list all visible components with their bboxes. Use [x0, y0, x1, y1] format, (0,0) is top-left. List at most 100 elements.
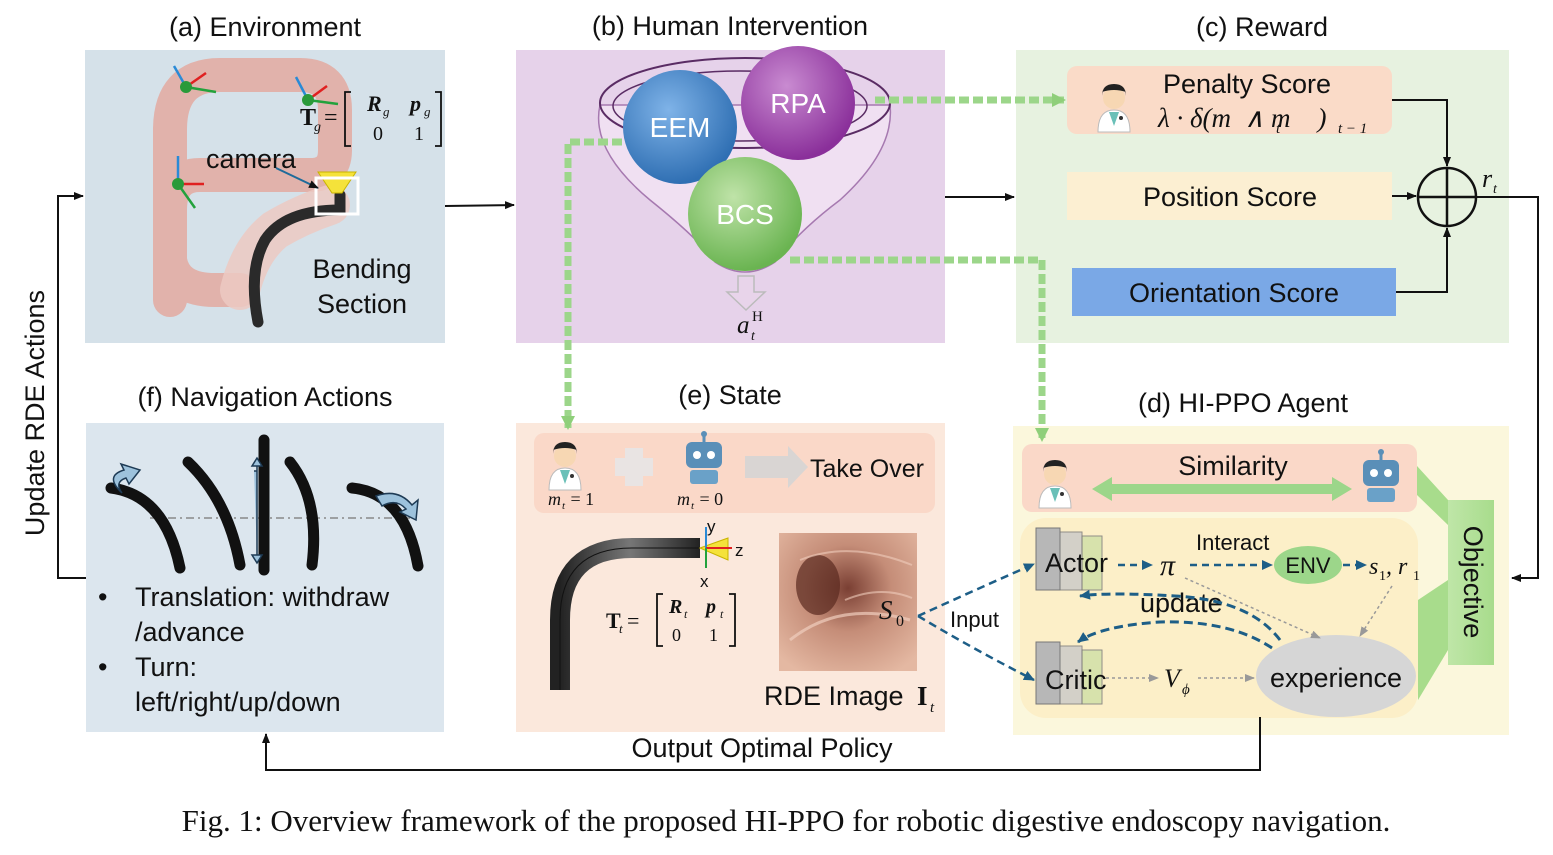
svg-text:T: T: [300, 105, 316, 131]
bcs-to-agent-flow: [790, 256, 1049, 442]
frame-icon: [172, 156, 204, 209]
svg-text:T: T: [606, 608, 621, 633]
position-score-label: Position Score: [1143, 182, 1317, 212]
turn-right-scope: [346, 482, 424, 572]
frame-icon: [172, 65, 217, 94]
svg-text:p: p: [408, 91, 421, 116]
penalty-score-box: [1067, 66, 1392, 134]
translation-icon: [250, 456, 264, 565]
policy-to-experience-arrow: [1184, 577, 1321, 639]
tip-frame-icon: [698, 527, 732, 568]
svg-text:t: t: [691, 500, 695, 512]
svg-text:t: t: [1276, 121, 1281, 137]
svg-text:=: =: [627, 608, 639, 633]
robot-icon: [686, 431, 722, 484]
eem-to-state-flow: [561, 138, 622, 430]
turn-up-scope: [284, 456, 320, 571]
bullet-2: •: [98, 652, 107, 682]
environment-title: (a) Environment: [169, 12, 362, 42]
svg-text:g: g: [314, 120, 321, 135]
doctor-icon: [1097, 84, 1131, 133]
robot-icon: [1363, 449, 1399, 502]
initial-state-symbol: S 0: [879, 595, 904, 630]
core-to-objective: [1418, 580, 1448, 700]
svg-text:a: a: [737, 312, 750, 339]
human-flag: m t = 1: [548, 489, 594, 512]
take-over-arrow: [745, 446, 808, 488]
svg-text:H: H: [752, 309, 763, 325]
bending-section-label-1: Bending: [312, 254, 411, 284]
doctor-icon: [548, 442, 582, 491]
similarity-arrow: [1092, 477, 1352, 501]
output-policy-arrow: [262, 717, 1261, 771]
transition-to-experience-arrow: [1359, 585, 1393, 637]
camera-label: camera: [206, 144, 297, 174]
similarity-label: Similarity: [1178, 451, 1288, 481]
rde-image-label: RDE Image I t: [764, 681, 935, 716]
svg-text:S: S: [879, 595, 893, 625]
penalty-to-sum-arrow: [1392, 99, 1451, 167]
actor-network-icon: [1035, 527, 1103, 591]
turn-text-1: Turn:: [135, 652, 197, 682]
svg-text:1: 1: [414, 123, 424, 145]
svg-text:p: p: [704, 596, 716, 618]
bcs-label: BCS: [716, 199, 774, 230]
svg-text:= 0: = 0: [695, 489, 723, 509]
doctor-icon: [1038, 460, 1072, 509]
experience-to-critic-update: [1077, 620, 1273, 650]
turn-down-scope: [182, 456, 246, 571]
svg-text:t: t: [684, 607, 688, 621]
translation-text-2: /advance: [135, 617, 245, 647]
rpa-circle: [741, 46, 855, 160]
robot-flag: m t = 0: [677, 489, 723, 512]
turn-left-scope: [105, 482, 186, 574]
agent-title: (d) HI-PPO Agent: [1138, 388, 1349, 418]
svg-text:=: =: [324, 105, 338, 131]
svg-text:0: 0: [373, 123, 383, 145]
svg-text:R: R: [668, 596, 682, 618]
eem-label: EEM: [650, 112, 711, 143]
env-node: [1274, 546, 1342, 584]
svg-text:s: s: [1369, 554, 1378, 580]
state-pose-matrix: T t = R t p t 0 1: [606, 593, 736, 647]
funnel-rim-inner: [612, 70, 868, 142]
objective-label: Objective: [1458, 526, 1488, 639]
critic-network-icon: [1035, 641, 1103, 705]
turn-text-2: left/right/up/down: [135, 687, 341, 717]
svg-text:= 1: = 1: [566, 489, 594, 509]
turn-left-icon: [112, 462, 142, 494]
svg-text:λ · δ(m ∧ m ): λ · δ(m ∧ m ): [1157, 103, 1327, 133]
frame-icon: [294, 76, 339, 106]
input-to-actor-arrow: [917, 562, 1035, 618]
svg-text:t: t: [1493, 182, 1498, 197]
reward-title: (c) Reward: [1196, 12, 1328, 42]
env-label: ENV: [1285, 553, 1331, 578]
rde-image: [779, 533, 917, 671]
intervention-action-symbol: a t H: [737, 309, 763, 344]
input-to-critic-arrow: [917, 614, 1035, 682]
svg-text:r: r: [1482, 164, 1493, 193]
transition-symbol: s 1 , r 1: [1369, 554, 1420, 584]
bcs-circle: [688, 157, 802, 271]
reward-to-objective-arrow: [1476, 196, 1539, 582]
svg-text:m: m: [677, 489, 690, 509]
human-intervention-title: (b) Human Intervention: [592, 11, 868, 41]
environment-panel: [85, 50, 445, 343]
interact-label: Interact: [1196, 530, 1269, 555]
penalty-formula: λ · δ(m ∧ m ) t t − 1: [1157, 103, 1367, 137]
orientation-score-label: Orientation Score: [1129, 278, 1339, 308]
experience-node: [1256, 635, 1416, 717]
value-symbol: V ϕ: [1164, 664, 1190, 698]
input-label: Input: [950, 607, 999, 632]
bending-section-label-2: Section: [317, 289, 407, 319]
sum-node: [1416, 166, 1478, 228]
funnel-output-arrow: [725, 275, 767, 312]
svg-text:1: 1: [1379, 569, 1386, 584]
actor-label: Actor: [1045, 548, 1108, 578]
endoscope-body: [248, 189, 346, 328]
svg-text:1: 1: [1413, 569, 1420, 584]
state-endoscope-outline: [559, 547, 700, 690]
axis-x-label: x: [700, 572, 709, 591]
svg-text:t: t: [619, 621, 623, 636]
